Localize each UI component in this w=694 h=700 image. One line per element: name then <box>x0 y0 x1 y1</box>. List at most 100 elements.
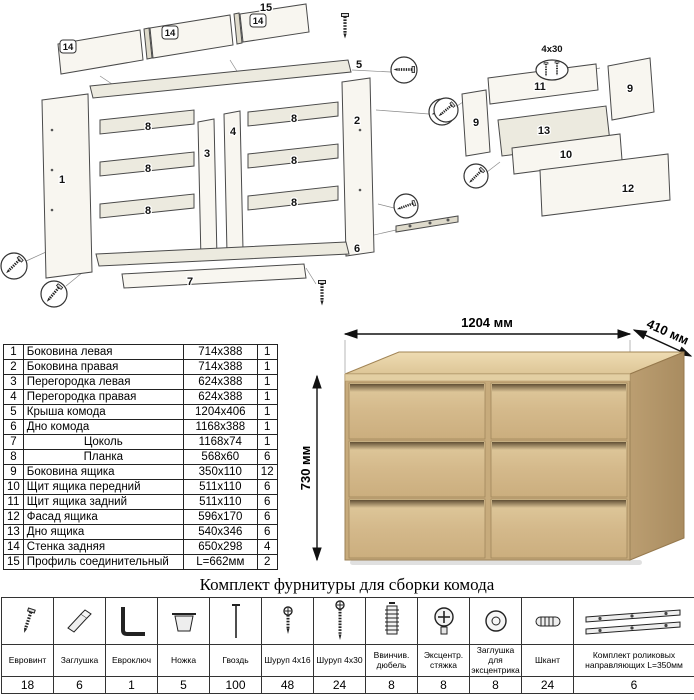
part-label-drawer-side: 9 <box>627 83 633 95</box>
wooden-dowel-icon <box>535 616 560 627</box>
part-label-back-panel: 14 <box>253 16 264 27</box>
drawer-fronts <box>348 382 628 559</box>
hardware-name: Ввинчив. дюбель <box>365 643 418 678</box>
depth-dimension-label: 410 мм <box>644 316 691 348</box>
rail <box>99 151 195 177</box>
height-dimension-label: 730 мм <box>300 446 313 491</box>
part-name: Боковина правая <box>22 359 184 375</box>
hardware-qty-row: 18 6 1 5 100 48 24 8 8 8 24 6 <box>1 676 694 695</box>
part-qty: 2 <box>256 554 278 570</box>
part-label-drawer-bottom: 13 <box>538 125 550 137</box>
part-size: 714х388 <box>182 359 258 375</box>
part-number: 6 <box>3 419 24 435</box>
part-label-box <box>249 13 267 28</box>
top-board <box>89 59 352 99</box>
hardware-icons-row <box>1 597 694 645</box>
cam-cap-icon <box>484 610 507 632</box>
hardware-icon-cell <box>365 597 418 645</box>
product-view-section: 1204 мм 410 мм 730 мм <box>300 310 694 572</box>
part-size: 511х110 <box>182 494 258 510</box>
part-name: Дно комода <box>22 419 184 435</box>
hardware-kit-table: Евровинт Заглушка Евроключ Ножка Гвоздь … <box>1 597 694 695</box>
part-label-rail: 8 <box>145 205 151 217</box>
euroscrew-icon <box>8 600 48 642</box>
hardware-name: Гвоздь <box>209 643 262 678</box>
hardware-name: Заглушка <box>53 643 106 678</box>
part-number: 9 <box>3 464 24 480</box>
part-label-box <box>59 39 77 54</box>
hardware-icon-cell <box>53 597 106 645</box>
side-panel-right <box>341 77 375 257</box>
part-number: 15 <box>3 554 24 570</box>
cam-lock-icon <box>433 607 454 635</box>
rail <box>99 193 195 219</box>
part-qty: 1 <box>256 389 278 405</box>
part-number: 3 <box>3 374 24 390</box>
hardware-qty: 24 <box>521 676 574 695</box>
hardware-name: Шуруп 4х30 <box>313 643 366 678</box>
part-size: L=662мм <box>182 554 258 570</box>
part-size: 650х298 <box>182 539 258 555</box>
assembled-dresser-view: 1204 мм 410 мм 730 мм <box>300 315 693 565</box>
dowel-hole <box>50 128 54 132</box>
drawer-slides-icon <box>585 609 681 635</box>
part-name: Фасад ящика <box>22 509 184 525</box>
part-name: Щит ящика передний <box>22 479 184 495</box>
part-qty: 6 <box>256 449 278 465</box>
rail <box>247 143 339 169</box>
handle-groove <box>492 384 626 392</box>
rail <box>247 101 339 127</box>
exploded-assembly-diagram: 15 14 14 14 1 2 3 4 5 6 7 8 8 8 8 8 8 <box>0 1 671 308</box>
hardware-kit-title: Комплект фурнитуры для сборки комода <box>199 575 495 594</box>
part-size: 1204х406 <box>182 404 258 420</box>
part-name: Цоколь <box>22 434 184 450</box>
hardware-icon-cell <box>417 597 470 645</box>
screw-detail-callout <box>535 59 569 81</box>
drawer-front <box>348 382 486 440</box>
hardware-qty: 48 <box>261 676 314 695</box>
dresser-render <box>344 351 685 565</box>
hex-key-icon <box>120 607 145 636</box>
part-size: 596х170 <box>182 509 258 525</box>
part-number: 7 <box>3 434 24 450</box>
part-label-box <box>161 25 179 40</box>
part-qty: 4 <box>256 539 278 555</box>
hardware-icon-cell <box>261 597 314 645</box>
part-label-top-board: 5 <box>356 59 362 71</box>
part-qty: 6 <box>256 524 278 540</box>
hardware-callouts <box>0 56 489 308</box>
hardware-name: Ножка <box>157 643 210 678</box>
part-name: Крыша комода <box>22 404 184 420</box>
drawer-side-left <box>461 89 491 157</box>
part-size: 624х388 <box>182 374 258 390</box>
slide-hole <box>428 221 432 225</box>
rail <box>99 109 195 135</box>
drawer-front <box>490 440 628 498</box>
handle-groove <box>350 442 484 450</box>
screw-size-label: 4x30 <box>541 44 562 55</box>
dresser-top-surface <box>344 351 685 375</box>
part-label-drawer-side: 9 <box>473 117 479 129</box>
plinth-board <box>121 263 307 289</box>
part-number: 1 <box>3 344 24 360</box>
drawer-front <box>348 498 486 559</box>
part-name: Боковина левая <box>22 344 184 360</box>
drawer-side-right <box>607 57 655 121</box>
part-size: 1168х74 <box>182 434 258 450</box>
hardware-icon-cell <box>105 597 158 645</box>
part-label-side-right: 2 <box>354 115 360 127</box>
hardware-name: Заглушка для эксцентрика <box>469 643 522 678</box>
part-label-rail: 8 <box>291 113 297 125</box>
part-label-plinth: 7 <box>187 276 193 288</box>
hardware-icon-cell <box>209 597 262 645</box>
part-label-back-panel: 14 <box>63 42 74 53</box>
part-name: Щит ящика задний <box>22 494 184 510</box>
